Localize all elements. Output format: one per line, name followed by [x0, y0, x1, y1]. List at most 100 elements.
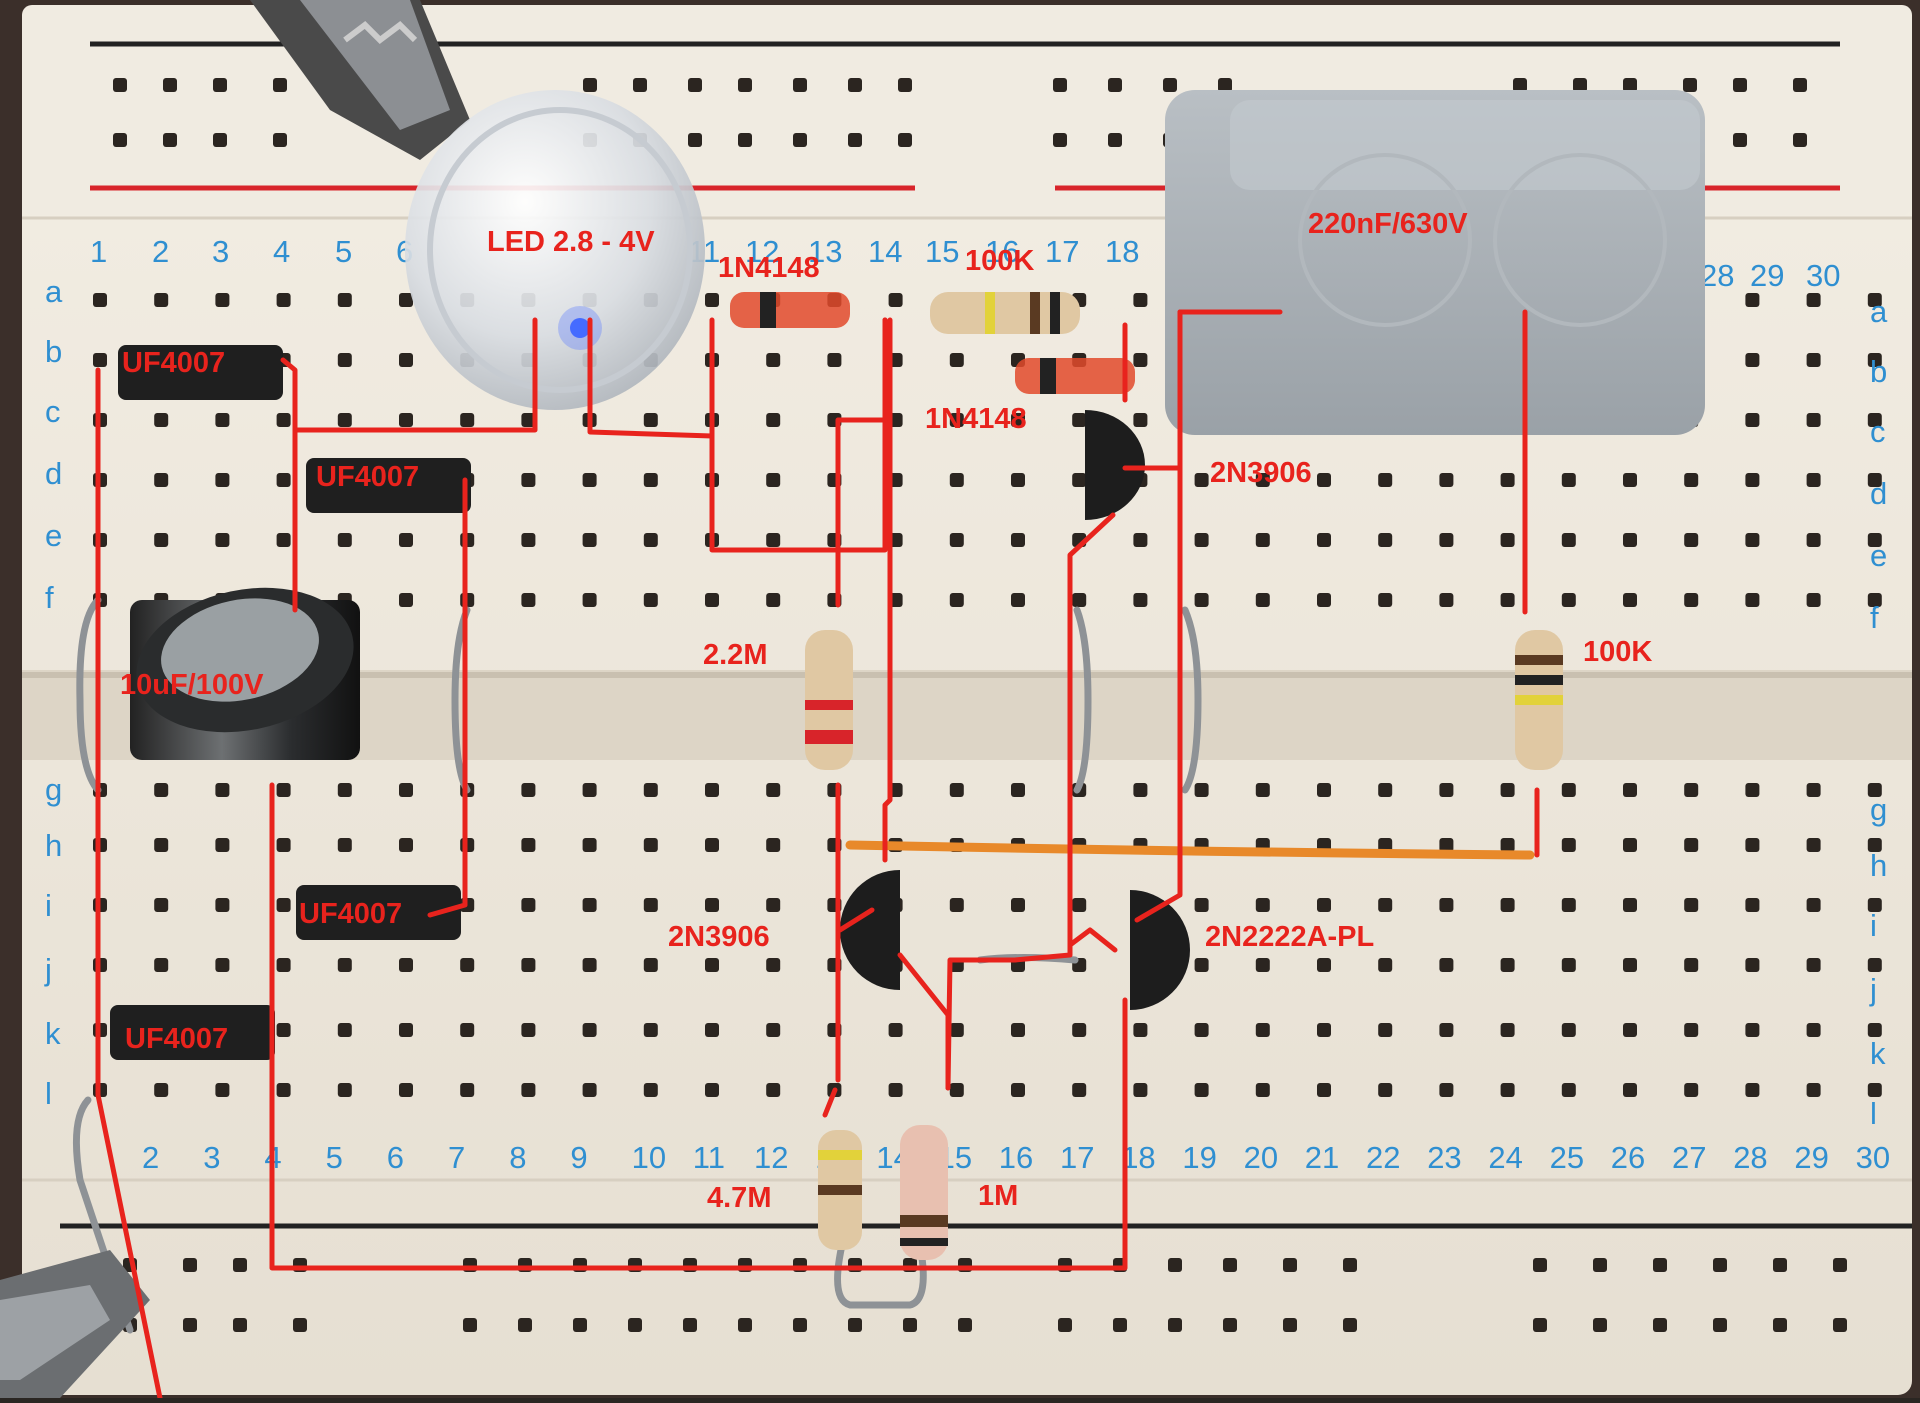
breadboard-hole — [793, 78, 807, 92]
jumper-wire — [76, 596, 102, 794]
col-num-top: 18 — [1105, 234, 1139, 269]
breadboard-hole — [1133, 1083, 1148, 1097]
breadboard-hole — [1806, 473, 1821, 487]
breadboard-hole — [1684, 1083, 1699, 1097]
breadboard-hole — [643, 533, 658, 547]
breadboard-hole — [1011, 413, 1025, 427]
col-num-bottom: 7 — [448, 1140, 465, 1175]
breadboard-hole — [460, 413, 475, 427]
breadboard-hole — [1684, 473, 1699, 487]
breadboard-hole — [399, 783, 413, 797]
breadboard-hole — [1317, 593, 1331, 607]
electrolytic-capacitor — [130, 587, 360, 760]
breadboard-hole — [1623, 838, 1637, 852]
breadboard-hole — [521, 958, 536, 972]
breadboard-hole — [1684, 1023, 1699, 1037]
breadboard-hole — [215, 958, 230, 972]
breadboard-hole — [1623, 593, 1637, 607]
breadboard-hole — [1561, 1083, 1576, 1097]
row-letter-left: b — [45, 334, 62, 369]
breadboard-hole — [1113, 1318, 1127, 1332]
breadboard-hole — [521, 1083, 536, 1097]
col-num-top: 4 — [273, 234, 290, 269]
col-num-top: 15 — [925, 234, 959, 269]
breadboard-hole — [1378, 473, 1393, 487]
breadboard-hole — [1561, 1023, 1576, 1037]
breadboard-hole — [1011, 898, 1025, 912]
breadboard-hole — [1561, 898, 1576, 912]
breadboard-hole — [1194, 958, 1209, 972]
col-num-bottom: 8 — [509, 1140, 526, 1175]
breadboard-hole — [1194, 783, 1209, 797]
row-letter-right: j — [1869, 972, 1877, 1007]
breadboard-hole — [1867, 783, 1882, 797]
breadboard-hole — [1255, 783, 1270, 797]
breadboard-hole — [1533, 1258, 1547, 1272]
orange-wire — [845, 840, 1535, 860]
breadboard-hole — [1255, 958, 1270, 972]
col-num-bottom: 5 — [326, 1140, 343, 1175]
breadboard-hole — [1773, 1318, 1787, 1332]
breadboard-hole — [154, 533, 169, 547]
breadboard-hole — [1194, 1083, 1209, 1097]
label-uf4007: UF4007 — [299, 898, 402, 930]
breadboard-hole — [1133, 783, 1148, 797]
row-letter-right: c — [1870, 414, 1886, 449]
col-num-bottom: 6 — [387, 1140, 404, 1175]
col-num-bottom: 24 — [1488, 1140, 1522, 1175]
label-1m: 1M — [978, 1180, 1018, 1212]
breadboard-hole — [1561, 593, 1576, 607]
breadboard-hole — [793, 1318, 807, 1332]
label-220nf-630v: 220nF/630V — [1308, 208, 1468, 240]
breadboard-hole — [643, 1083, 658, 1097]
breadboard-hole — [705, 838, 719, 852]
row-letter-left: d — [45, 456, 62, 491]
breadboard-hole — [766, 473, 781, 487]
breadboard-hole — [1439, 783, 1454, 797]
breadboard-hole — [1561, 533, 1576, 547]
breadboard-hole — [582, 783, 597, 797]
breadboard-hole — [766, 838, 781, 852]
breadboard-hole — [1806, 898, 1821, 912]
breadboard-hole — [888, 1083, 903, 1097]
jumper-wire — [451, 606, 471, 794]
breadboard-hole — [399, 353, 413, 367]
breadboard-hole — [1168, 1258, 1182, 1272]
breadboard-hole — [1439, 1023, 1454, 1037]
breadboard-hole — [1867, 533, 1882, 547]
breadboard-hole — [213, 78, 227, 92]
breadboard-hole — [1163, 78, 1177, 92]
breadboard-hole — [276, 533, 291, 547]
breadboard-hole — [766, 1083, 781, 1097]
breadboard-hole — [848, 133, 862, 147]
breadboard-hole — [1255, 1083, 1270, 1097]
breadboard-hole — [93, 353, 107, 367]
breadboard-hole — [705, 898, 719, 912]
breadboard-hole — [1806, 413, 1821, 427]
breadboard-hole — [1745, 533, 1760, 547]
breadboard-hole — [582, 473, 597, 487]
breadboard-hole — [1733, 78, 1747, 92]
breadboard-hole — [1745, 838, 1760, 852]
breadboard-hole — [1283, 1258, 1297, 1272]
breadboard-hole — [949, 533, 964, 547]
breadboard-hole — [154, 958, 169, 972]
breadboard-hole — [848, 78, 862, 92]
col-num-top: 2 — [152, 234, 169, 269]
col-num-bottom: 26 — [1611, 1140, 1645, 1175]
breadboard-hole — [766, 413, 781, 427]
breadboard-hole — [582, 1023, 597, 1037]
breadboard-hole — [1500, 533, 1515, 547]
breadboard-hole — [154, 898, 169, 912]
label-uf4007: UF4007 — [122, 347, 225, 379]
breadboard-hole — [738, 133, 752, 147]
breadboard-hole — [1317, 783, 1331, 797]
breadboard-hole — [521, 838, 536, 852]
col-num-bottom: 16 — [999, 1140, 1033, 1175]
breadboard-hole — [1378, 1083, 1393, 1097]
breadboard-hole — [1653, 1318, 1667, 1332]
breadboard-hole — [1867, 838, 1882, 852]
breadboard-hole — [521, 783, 536, 797]
breadboard-hole — [1194, 1023, 1209, 1037]
